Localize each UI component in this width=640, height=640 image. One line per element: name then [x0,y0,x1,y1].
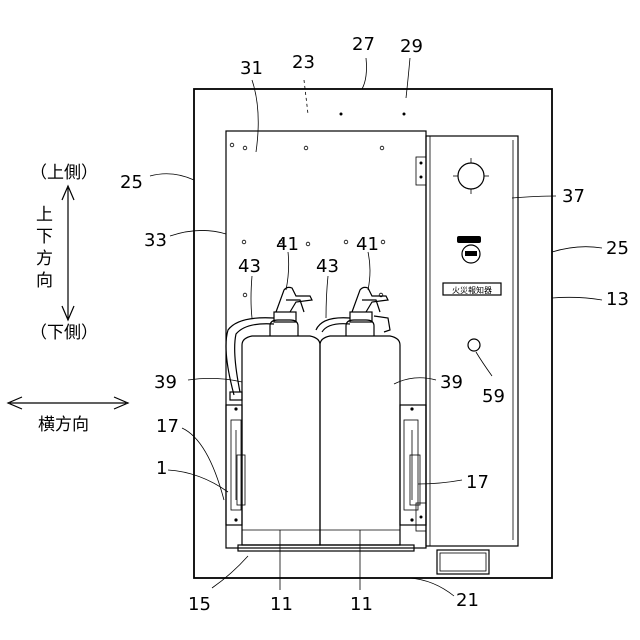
horizontal-direction-arrow [8,397,128,409]
ref-27: 27 [352,34,375,55]
ref-17-right: 17 [466,472,489,493]
ref-21: 21 [456,590,479,611]
inner-back-panel [226,131,426,548]
door-hinge-top [416,157,426,185]
ref-39-left: 39 [154,372,177,393]
frame-nameplate [437,550,489,574]
ref-25-left: 25 [120,172,143,193]
nameplate-text: 火災報知器 [452,285,492,295]
leader-lines [150,58,602,596]
ref-41-right: 41 [356,234,379,255]
ref-59: 59 [482,386,505,407]
label-horizontal-direction: 横方向 [38,415,89,435]
fire-alarm-nameplate: 火災報知器 [443,283,501,295]
ref-17-left: 17 [156,416,179,437]
ref-15: 15 [188,594,211,615]
ref-39-right: 39 [440,372,463,393]
ref-23: 23 [292,52,315,73]
extinguisher-left [226,287,320,545]
extinguisher-right [316,287,400,545]
label-vertical-char-2: 下 [36,227,53,247]
ref-11-right: 11 [350,594,373,615]
right-bracket [400,405,426,525]
frame-hole [340,113,343,116]
ref-31: 31 [240,58,263,79]
label-upper-side: （上側） [30,163,98,183]
label-lower-side: （下側） [30,323,98,343]
label-vertical-char-3: 方 [36,249,53,269]
alarm-bell [453,158,489,194]
label-vertical-char-1: 上 [36,205,53,225]
frame-hole [403,113,406,116]
ref-13: 13 [606,289,629,310]
ref-37: 37 [562,186,585,207]
ref-1: 1 [156,458,167,479]
vertical-direction-arrow [62,186,74,320]
ref-43-right: 43 [316,256,339,277]
ref-25-right: 25 [606,238,629,259]
ref-33: 33 [144,230,167,251]
indicator-lamp [468,339,480,351]
ref-29: 29 [400,36,423,57]
ref-41-left: 41 [276,234,299,255]
alarm-pushbutton [457,236,481,263]
ref-43-left: 43 [238,256,261,277]
outer-frame [194,89,552,578]
label-vertical-char-4: 向 [36,271,53,291]
ref-11-left: 11 [270,594,293,615]
